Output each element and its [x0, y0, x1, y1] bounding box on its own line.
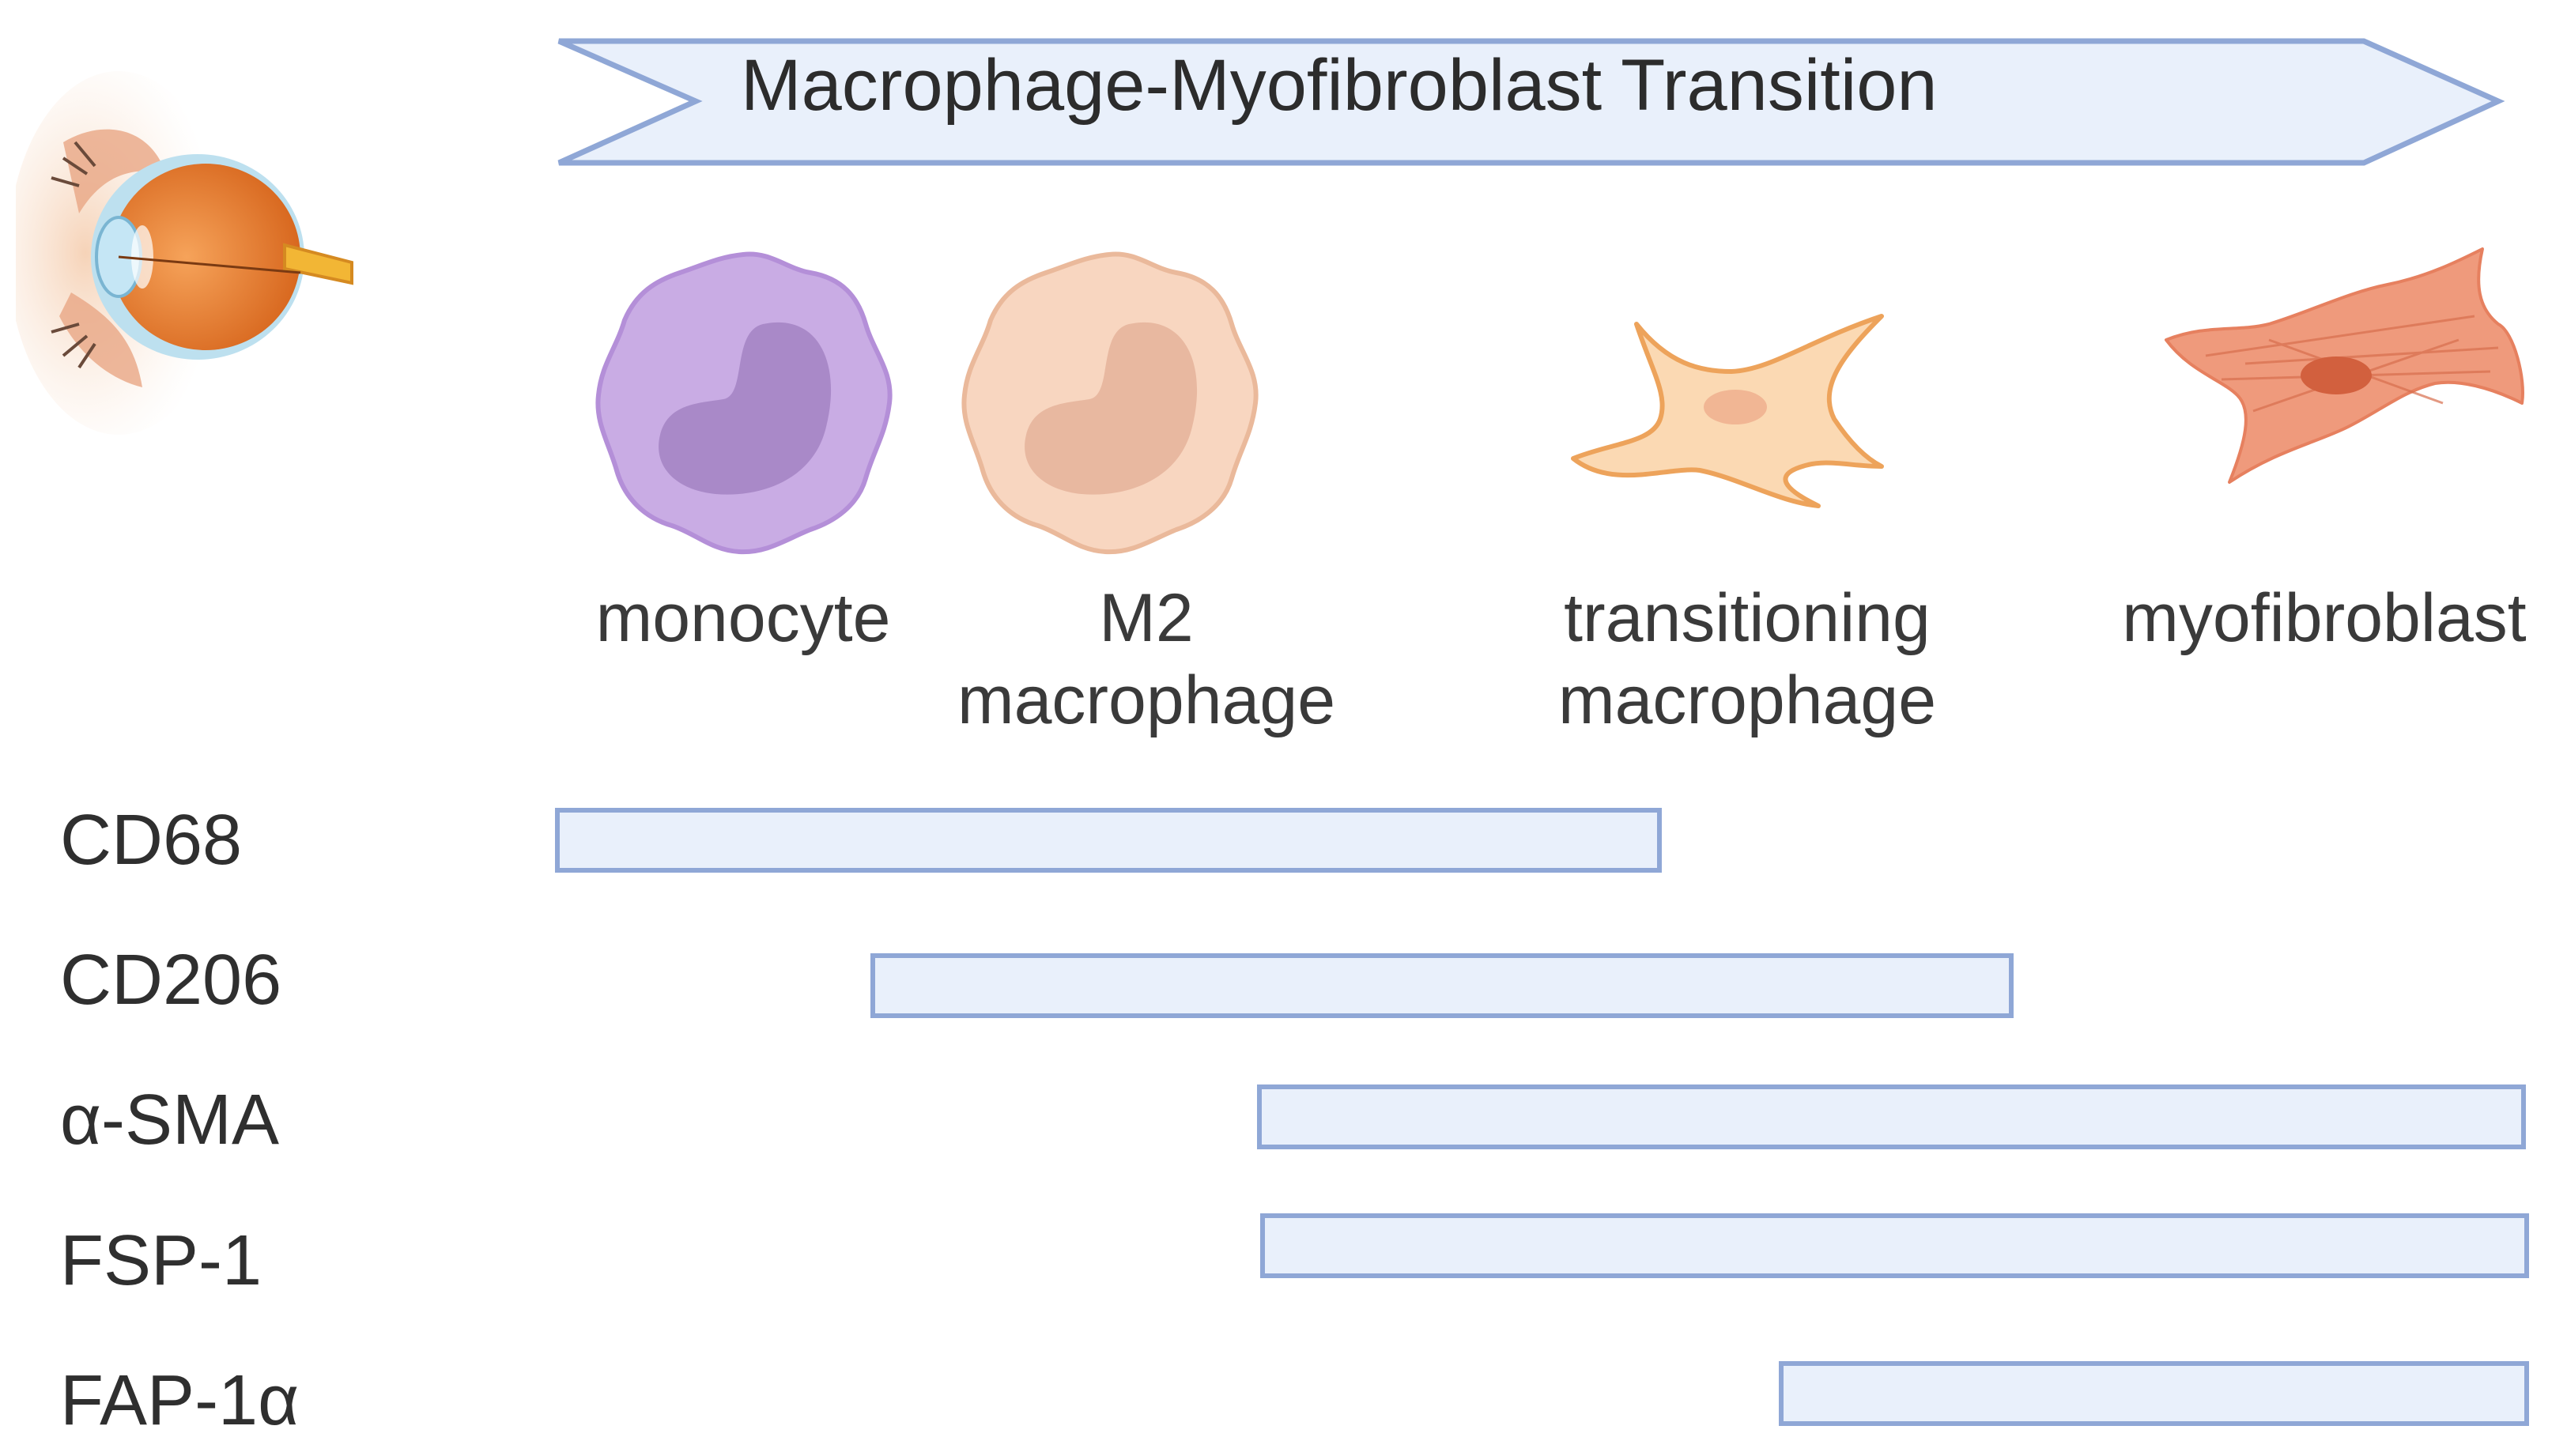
marker-label-cd68: CD68 — [60, 801, 243, 880]
marker-label-asma: α-SMA — [60, 1081, 280, 1160]
marker-label-cd206: CD206 — [60, 941, 282, 1020]
cell-label-myofibroblast: myofibroblast — [2122, 580, 2527, 656]
marker-label-fsp1: FSP-1 — [60, 1221, 262, 1300]
marker-bar-cd68 — [555, 808, 1662, 873]
marker-label-fap1a: FAP-1α — [60, 1361, 300, 1440]
m2-macrophage-cell-icon — [961, 251, 1259, 555]
myofibroblast-cell-icon — [2165, 247, 2524, 484]
cell-label-m2-macrophage: M2 macrophage — [957, 580, 1336, 738]
cell-label-transitioning-macrophage: transitioning macrophage — [1557, 580, 1937, 738]
banner-title: Macrophage-Myofibroblast Transition — [741, 45, 1938, 126]
transitioning-macrophage-cell-icon — [1571, 314, 1884, 508]
cell-label-monocyte: monocyte — [595, 580, 891, 656]
marker-bar-fsp1 — [1260, 1213, 2529, 1278]
marker-bar-fap1a — [1779, 1361, 2529, 1426]
monocyte-cell-icon — [595, 251, 893, 555]
marker-bar-cd206 — [870, 953, 2014, 1018]
transition-banner-arrow — [557, 38, 2505, 166]
eye-icon — [16, 71, 353, 435]
marker-bar-asma — [1257, 1084, 2526, 1149]
